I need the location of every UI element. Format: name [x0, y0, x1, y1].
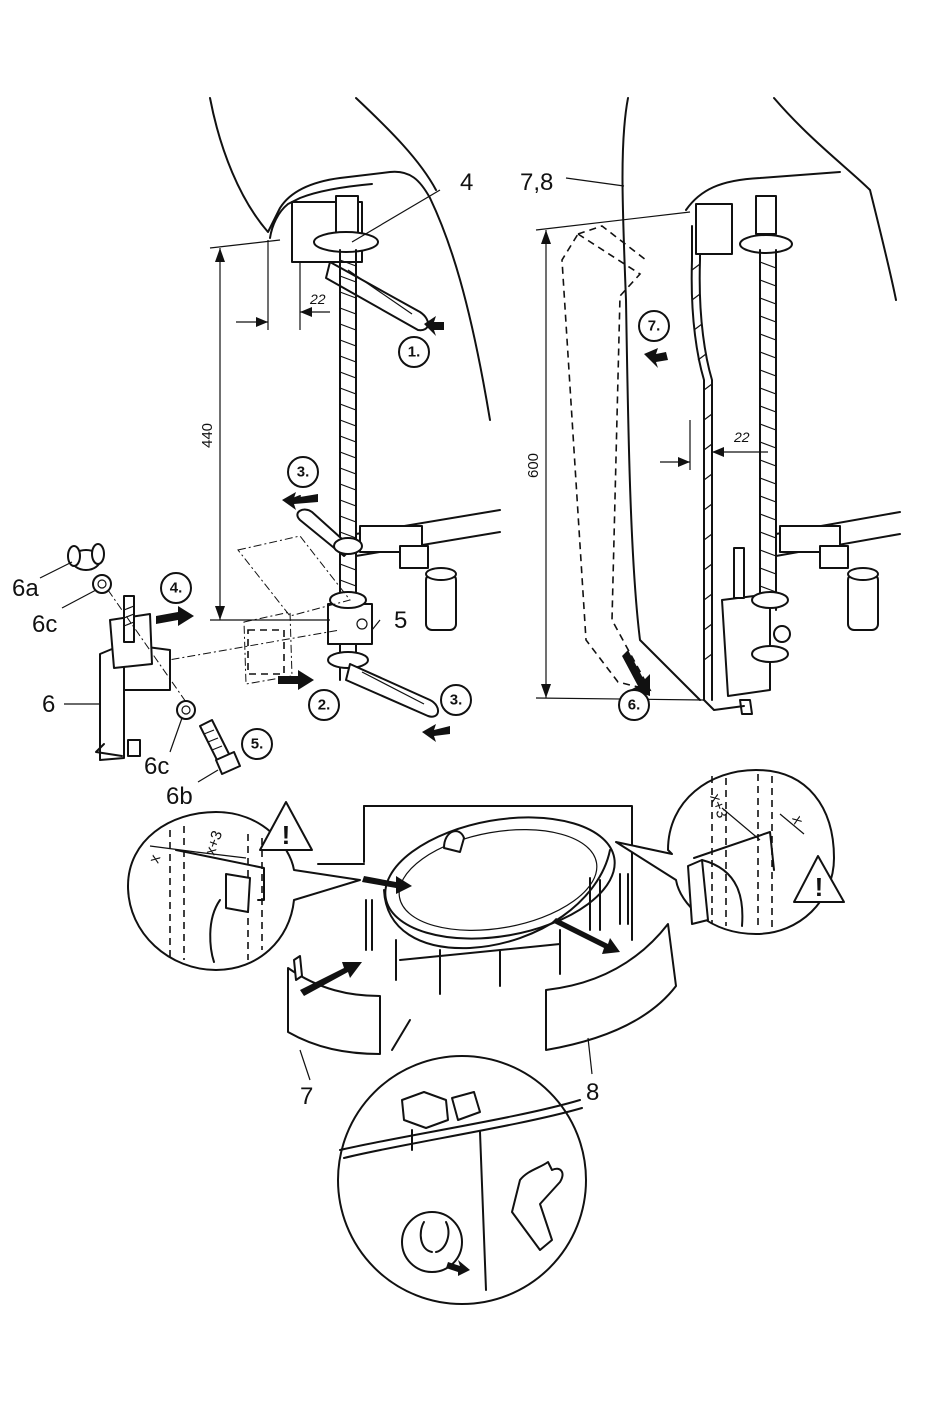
step-1: 1.	[399, 337, 429, 367]
tub-inner-edge	[356, 98, 436, 190]
label-part-6c-top: 6c	[32, 611, 57, 638]
rod-cap	[336, 196, 358, 236]
washer-6c-bottom	[177, 701, 195, 719]
step-4: 4.	[161, 573, 191, 603]
step-6: 6.	[619, 690, 649, 720]
warning-mark-left: !	[282, 820, 291, 850]
zoom-detail-bottom	[338, 1020, 586, 1304]
panel-7	[288, 968, 380, 1054]
arrow-step-6	[622, 650, 650, 696]
step-3-upper: 3.	[288, 457, 318, 487]
step-7: 7.	[639, 311, 669, 341]
dim-22-left: 22	[309, 291, 326, 307]
arrow-step-4	[156, 606, 194, 626]
slotted-arm-lower	[346, 664, 438, 717]
bathtub-body	[376, 801, 625, 956]
apron-edge	[623, 98, 701, 700]
label-part-5: 5	[394, 607, 407, 634]
foot-cylinder	[426, 574, 456, 630]
label-part-6a: 6a	[12, 575, 39, 602]
arrow-step-7	[644, 348, 668, 368]
label-part-6b: 6b	[166, 783, 193, 810]
label-part-6: 6	[42, 691, 55, 718]
foot-cylinder-right	[848, 574, 878, 630]
zoom-bubble-right	[616, 770, 834, 934]
arrow-panel-8	[552, 918, 620, 954]
slotted-arm-upper	[326, 262, 428, 330]
svg-text:5.: 5.	[251, 736, 264, 753]
label-part-8: 8	[586, 1079, 599, 1106]
svg-text:3.: 3.	[297, 464, 310, 481]
dim-600: 600	[525, 453, 542, 478]
label-part-4: 4	[460, 169, 473, 196]
panel-wall	[692, 226, 704, 700]
tub-outline-right	[774, 98, 896, 300]
arrow-step-3-upper	[282, 492, 318, 510]
step-5: 5.	[242, 729, 272, 759]
svg-text:3.: 3.	[450, 692, 463, 709]
zoom-detail-left	[128, 802, 360, 970]
svg-text:4.: 4.	[170, 580, 183, 597]
apron-panel-dashed	[562, 234, 650, 690]
label-part-7: 7	[300, 1083, 313, 1110]
svg-text:6.: 6.	[628, 697, 641, 714]
installed-bracket	[722, 594, 770, 696]
svg-text:2.: 2.	[318, 697, 331, 714]
panel-side-fitting	[536, 98, 900, 714]
fastener-detail	[402, 1212, 462, 1272]
dimension-labels: 22 440 22 600 x x+3 x+3 x	[146, 291, 807, 865]
arrow-step-3-lower	[422, 724, 450, 742]
label-part-6c-bottom: 6c	[144, 753, 169, 780]
zoom-detail-right	[616, 770, 844, 934]
profile-clip	[402, 1092, 448, 1128]
dim-440: 440	[199, 423, 216, 448]
svg-text:7.: 7.	[648, 318, 661, 335]
bracket-assembly-6	[40, 544, 240, 782]
panel-leg-adjustment	[140, 98, 500, 742]
step-3-lower: 3.	[441, 685, 471, 715]
top-bracket-right	[696, 204, 732, 254]
svg-text:1.: 1.	[408, 344, 421, 361]
ghost-box	[248, 630, 284, 674]
label-part-7-8: 7,8	[520, 169, 553, 196]
warning-mark-right: !	[815, 872, 824, 902]
step-2: 2.	[309, 690, 339, 720]
block-part-5	[328, 604, 372, 644]
dim-22-right: 22	[733, 429, 750, 445]
